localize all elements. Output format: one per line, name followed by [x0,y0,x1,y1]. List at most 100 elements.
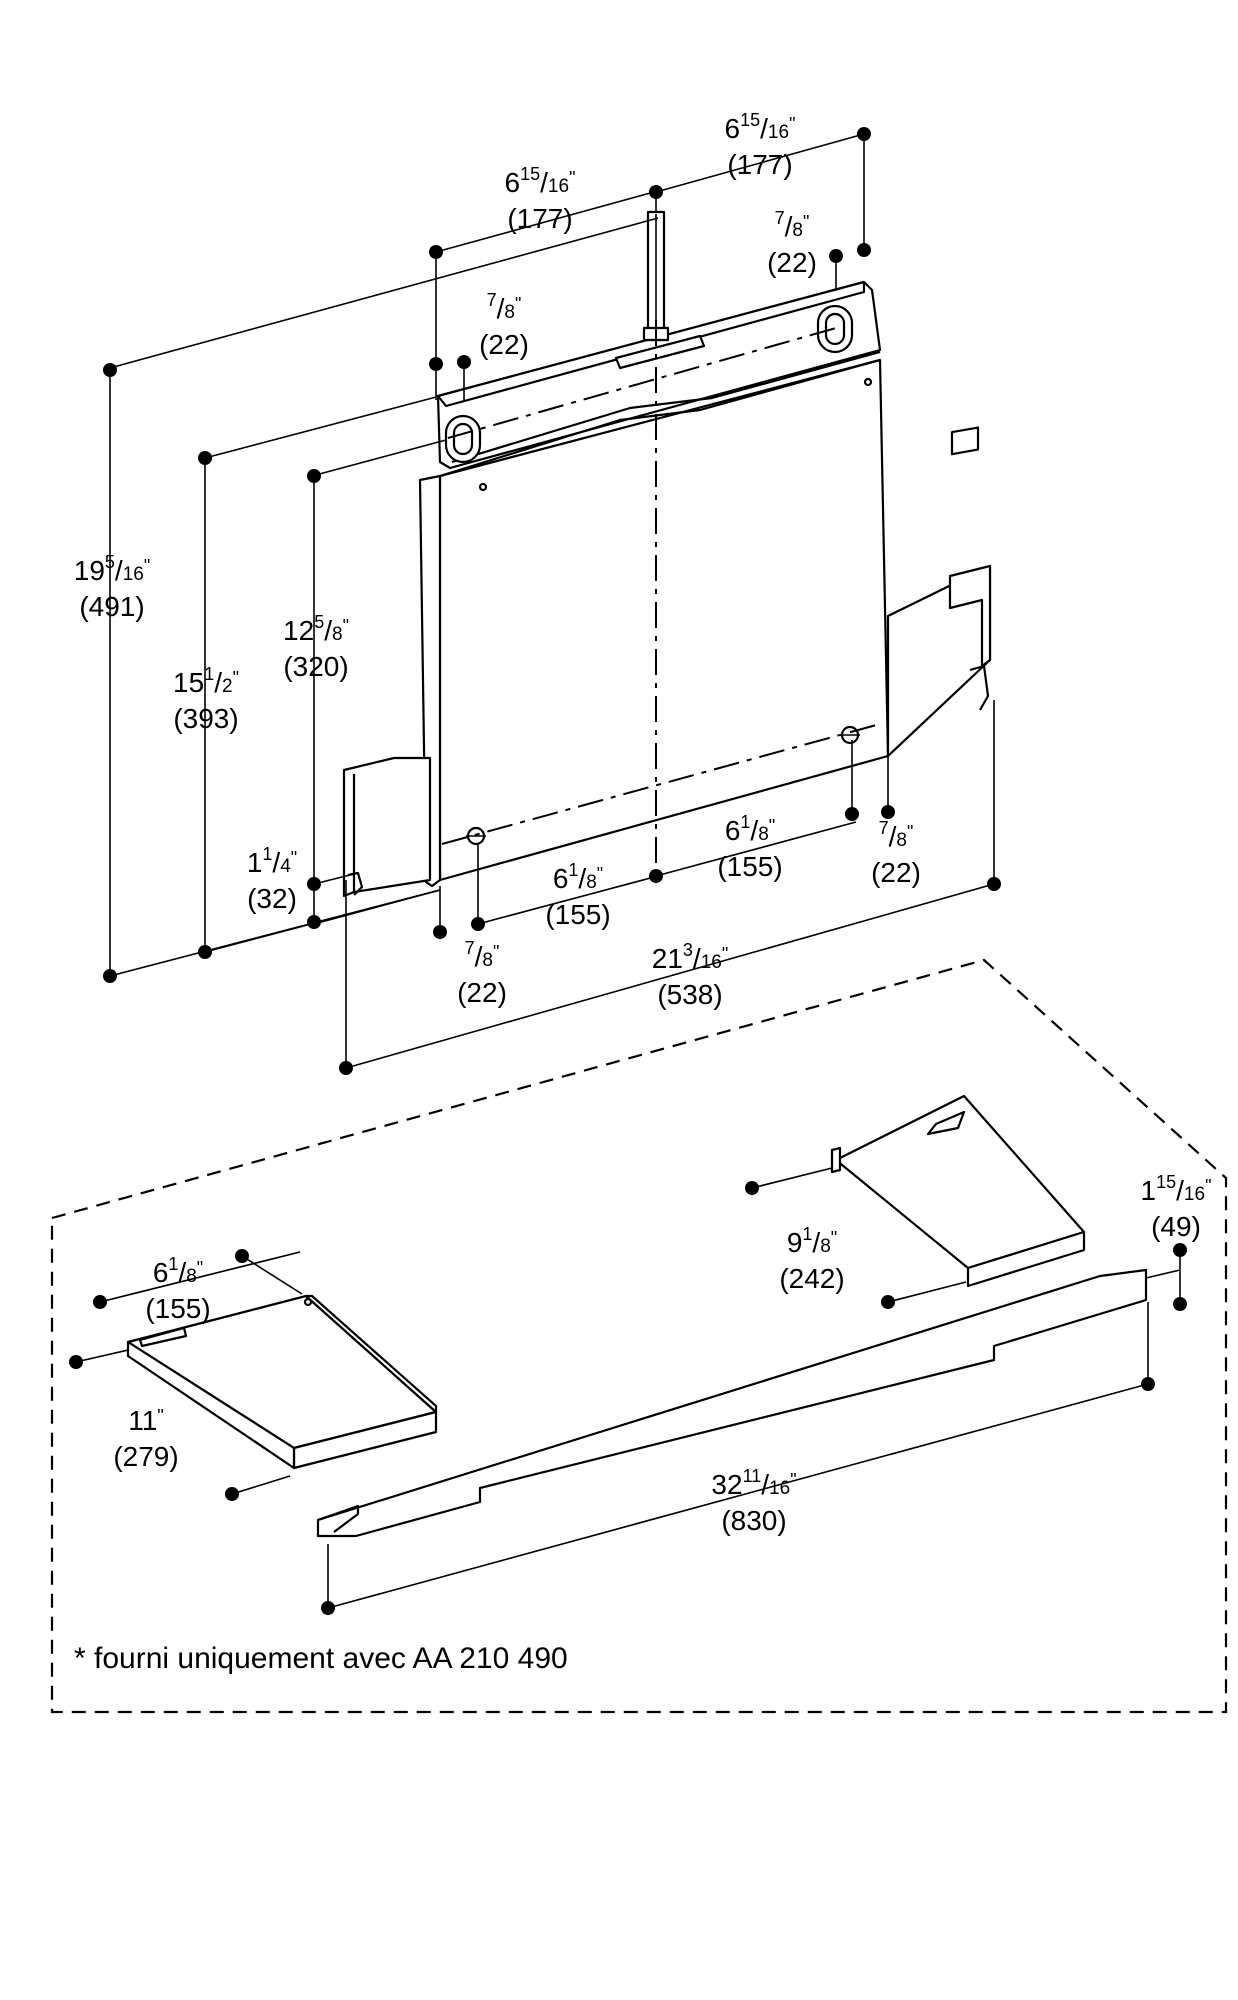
inch-denominator: 8 [332,624,343,645]
dimension-inch-value: 213/16" [652,940,728,974]
inch-numerator: 7 [879,818,889,838]
inch-numerator: 1 [802,1224,812,1244]
inch-denominator: 8 [482,950,493,971]
dimension-mm-value: (538) [657,979,722,1010]
inch-whole: 32 [711,1469,742,1500]
dimension-mm-value: (320) [283,651,348,682]
dim-bottom-left-off: 7/8" (22) [457,938,507,1008]
inch-whole: 1 [247,847,263,878]
inch-whole: 15 [173,667,204,698]
inch-whole: 6 [725,815,741,846]
inch-denominator: 16 [768,122,789,143]
inch-numerator: 1 [568,860,578,880]
dim-rail-length: 3211/16" (830) [711,1466,796,1536]
dim-top-right-width: 615/16"(177) [725,110,796,180]
dimension-mm-value: (49) [1151,1211,1201,1242]
dimension-mm-value: (155) [545,899,610,930]
inch-numerator: 7 [465,938,475,958]
dim-bracket-l-depth: 11" (279) [113,1405,178,1472]
dim-top-left-width: 615/16" (177) [505,164,576,234]
dimension-mm-value: (22) [457,977,507,1008]
inch-denominator: 8 [186,1266,197,1287]
inch-numerator: 1 [204,664,214,684]
dim-bottom-right-off: 7/8" (22) [871,818,921,888]
dim-total-width: 213/16" (538) [652,940,728,1010]
dimension-inch-value: 615/16" [725,110,796,144]
inch-numerator: 11 [743,1466,762,1486]
inch-numerator: 15 [740,110,760,130]
inch-numerator: 1 [168,1254,178,1274]
accessory-parts [126,1094,1181,1538]
dimension-lines-lower [75,1167,1181,1609]
dimension-mm-value: (155) [717,851,782,882]
inch-numerator: 15 [1156,1172,1176,1192]
inch-denominator: 8 [586,872,597,893]
dimension-labels: 615/16"(177) 615/16"(177) 7/8"(22) 7/8"(… [74,110,1212,1536]
dimension-mm-value: (393) [173,703,238,734]
inch-numerator: 1 [262,844,272,864]
dimension-inch-value: 151/2" [173,664,239,698]
dimension-mm-value: (22) [871,857,921,888]
inch-numerator: 7 [487,290,497,310]
dimension-inch-value: 61/8" [553,860,603,894]
dim-panel-height: 125/8"(320) [283,612,349,682]
dim-bottom-left-half: 61/8" (155) [545,860,610,930]
dimension-inch-value: 11" [128,1405,163,1436]
inch-whole: 6 [505,167,521,198]
dimension-inch-value: 61/8" [153,1254,203,1288]
inch-whole: 21 [652,943,683,974]
inch-denominator: 8 [820,1236,831,1257]
dim-total-height: 195/16" (491) [74,552,150,622]
inch-whole: 6 [553,863,569,894]
dimension-inch-value: 115/16" [1141,1172,1212,1206]
dimension-inch-value: 7/8" [487,290,522,324]
dimension-inch-value: 7/8" [775,208,810,242]
dimension-mm-value: (177) [507,203,572,234]
dim-hole-height: 151/2" (393) [173,664,239,734]
inch-denominator: 16 [548,176,569,197]
dimension-mm-value: (830) [721,1505,786,1536]
inch-denominator: 8 [896,830,907,851]
accessory-kit-outline [50,958,1228,1714]
dimension-inch-value: 11/4" [247,844,297,878]
dim-top-right-offset: 7/8" (22) [767,208,817,278]
dimension-inch-value: 3211/16" [711,1466,796,1500]
dim-top-left-offset: 7/8" (22) [479,290,529,360]
mounting-panel [342,210,992,898]
dim-bottom-edge: 11/4" (32) [247,844,297,914]
dim-bracket-r-depth: 91/8"(242) [779,1224,844,1294]
inch-numerator: 7 [775,208,785,228]
inch-denominator: 8 [792,220,803,241]
inch-denominator: 8 [504,302,515,323]
dimension-inch-value: 7/8" [879,818,914,852]
inch-denominator: 16 [123,564,144,585]
inch-whole: 12 [283,615,314,646]
inch-whole: 19 [74,555,105,586]
dim-bracket-l-width: 61/8" (155) [145,1254,210,1324]
note-text: * fourni uniquement avec AA 210 490 [74,1642,568,1675]
dimension-inch-value: 195/16" [74,552,150,586]
dimension-mm-value: (32) [247,883,297,914]
inch-whole: 11 [128,1405,157,1436]
dimension-mm-value: (22) [767,247,817,278]
dimension-mm-value: (279) [113,1441,178,1472]
inch-whole: 1 [1141,1175,1157,1206]
slot-hole-right-icon [816,304,854,354]
inch-numerator: 5 [314,612,324,632]
inch-denominator: 2 [222,676,233,697]
dimension-inch-value: 91/8" [787,1224,837,1258]
dimension-inch-value: 7/8" [465,938,500,972]
dimension-inch-value: 615/16" [505,164,576,198]
dimension-mm-value: (491) [79,591,144,622]
inch-denominator: 8 [758,824,769,845]
slot-hole-left-icon [444,414,482,464]
inch-whole: 6 [153,1257,169,1288]
inch-denominator: 16 [1184,1184,1205,1205]
dim-rail-height: 115/16" (49) [1141,1172,1212,1242]
dimension-mm-value: (22) [479,329,529,360]
dimension-dots-upper [103,127,1001,1075]
inch-denominator: 16 [701,952,722,973]
dimension-lines-upper [109,133,995,1069]
dimension-mm-value: (155) [145,1293,210,1324]
